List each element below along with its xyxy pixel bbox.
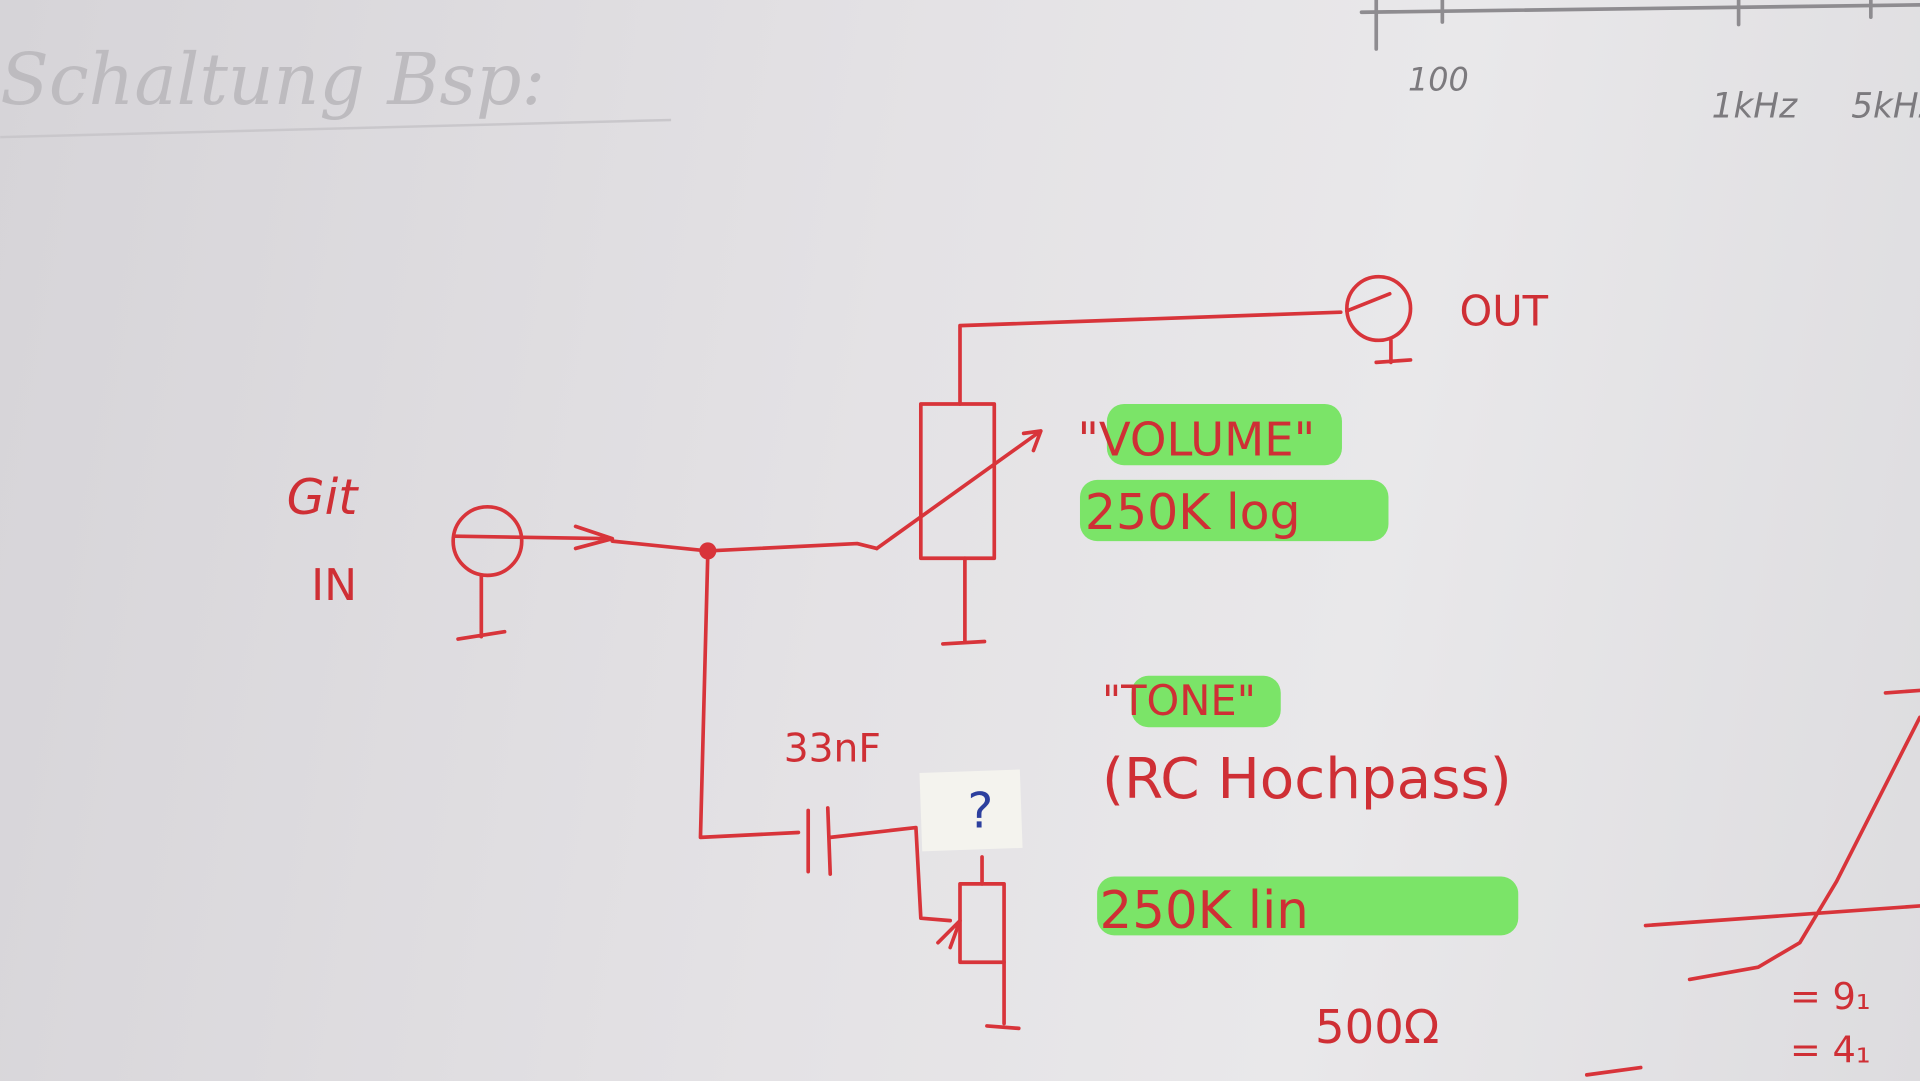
volume-value: 250K log — [1085, 484, 1301, 541]
capacitor-symbol — [806, 806, 953, 923]
formula-note-a: = 9₁ — [1790, 975, 1871, 1018]
axis-tick-1khz: 1kHz — [1712, 87, 1798, 127]
output-jack-symbol — [1345, 274, 1413, 365]
frequency-axis: 100 1kHz 5kHz — [1359, 0, 1920, 127]
volume-highlight — [1106, 403, 1342, 466]
axis-tick-5khz: 5kHz — [1851, 87, 1920, 127]
heading-text: Schaltung Bsp: — [0, 38, 545, 121]
input-jack-symbol — [451, 504, 615, 641]
volume-value-highlight — [1079, 479, 1389, 542]
tone-description: (RC Hochpass) — [1102, 747, 1512, 812]
input-label-git: Git — [287, 469, 360, 526]
input-label-in: IN — [311, 560, 357, 611]
tone-highlight — [1131, 675, 1281, 728]
sticky-note-text: ? — [967, 783, 993, 840]
tone-name: "TONE" — [1102, 676, 1256, 725]
tone-value: 250K lin — [1100, 881, 1309, 941]
capacitor-label: 33nF — [784, 726, 881, 771]
input-wire — [610, 539, 879, 553]
junction-node — [699, 542, 717, 560]
output-label: OUT — [1459, 287, 1548, 336]
sticky-note: ? — [919, 769, 1023, 852]
volume-name: "VOLUME" — [1078, 412, 1316, 466]
tone-branch-wire — [698, 551, 801, 840]
volume-potentiometer-symbol — [874, 310, 1343, 646]
axis-tick-100: 100 — [1408, 61, 1469, 99]
heading-underline — [0, 118, 672, 139]
tone-potentiometer-symbol — [936, 855, 1021, 1031]
resistance-note: 500Ω — [1315, 1000, 1439, 1054]
formula-note-b: = 4₁ — [1790, 1029, 1871, 1072]
tone-value-highlight — [1097, 876, 1519, 936]
response-curve-sketch — [1584, 688, 1920, 1077]
